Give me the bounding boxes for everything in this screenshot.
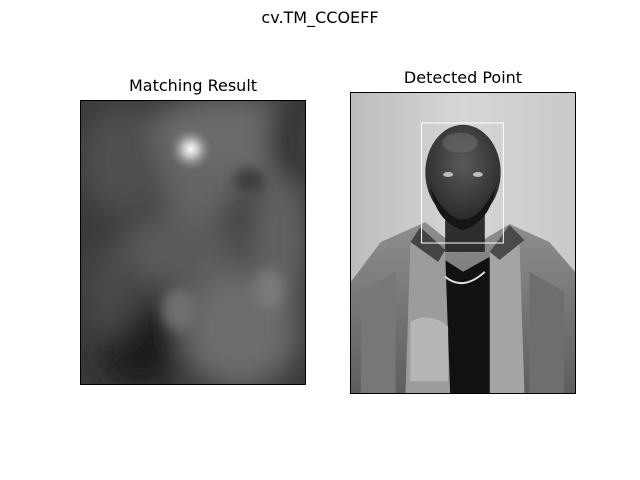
detection-box	[421, 122, 504, 244]
matching-result-title: Matching Result	[128, 76, 258, 95]
detected-point-image	[351, 93, 575, 393]
matching-result-axes	[80, 100, 306, 385]
detected-point-axes	[350, 92, 576, 394]
detected-point-title: Detected Point	[403, 68, 523, 87]
matching-peak	[168, 127, 213, 172]
figure-suptitle: cv.TM_CCOEFF	[261, 8, 379, 27]
matching-result-heatmap	[81, 101, 305, 384]
